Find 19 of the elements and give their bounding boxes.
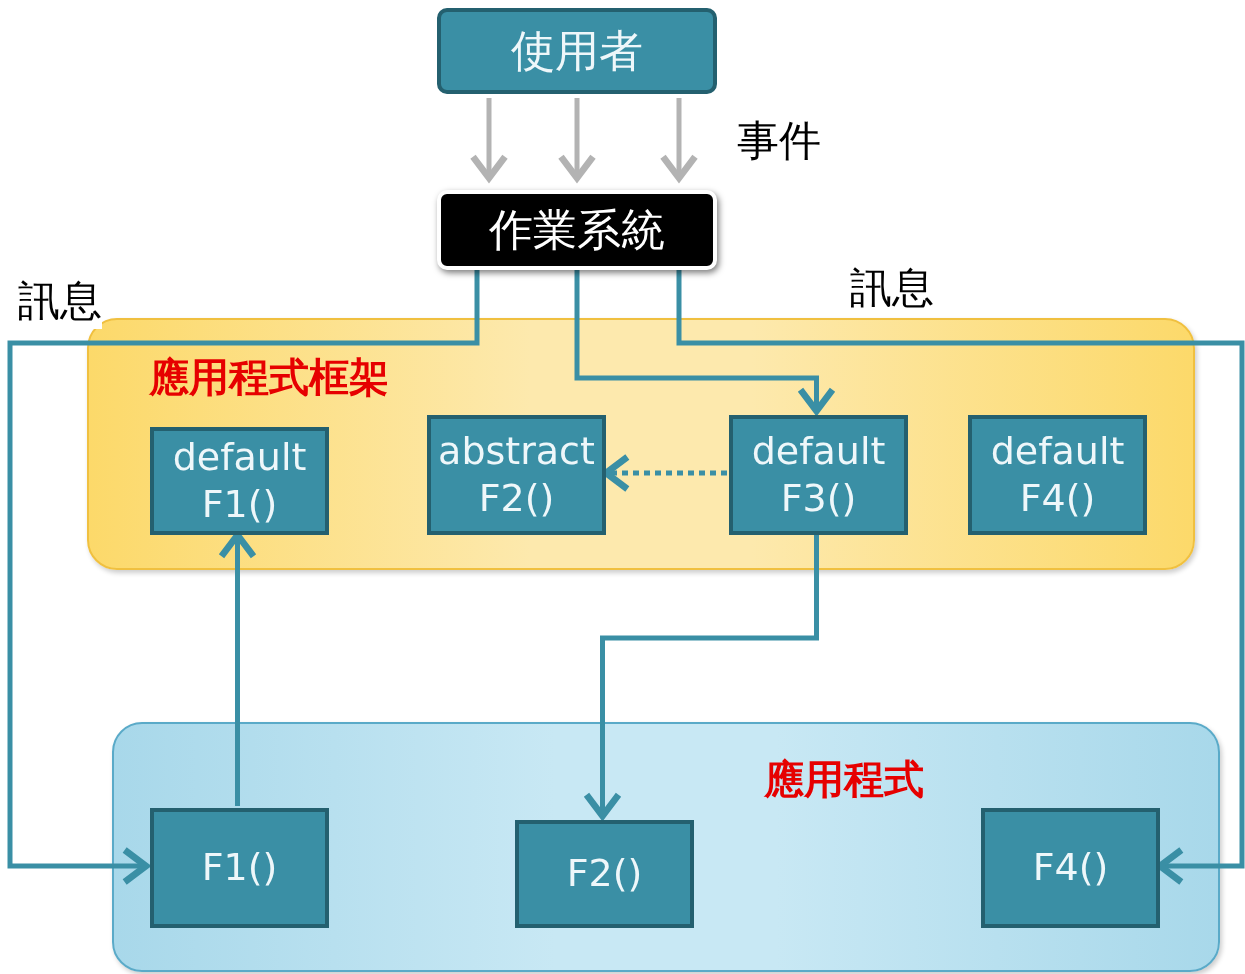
arrow (469, 98, 509, 182)
arrow (676, 270, 1245, 886)
arrow (7, 270, 480, 886)
event-label: 事件 (737, 115, 821, 167)
function-box: abstract F2() (427, 415, 606, 535)
function-box: F4() (981, 808, 1160, 928)
application-panel (112, 722, 1220, 972)
function-box: F1() (150, 808, 329, 928)
panel-heading: 應用程式 (764, 755, 924, 804)
function-box: default F3() (729, 415, 908, 535)
user-box: 使用者 (437, 8, 717, 94)
arrow (583, 533, 819, 820)
arrow (557, 98, 597, 182)
arrow (574, 270, 836, 415)
arrow (659, 98, 699, 182)
function-box: F2() (515, 820, 694, 928)
function-box: default F1() (150, 427, 329, 535)
function-box: default F4() (968, 415, 1147, 535)
panel-heading: 應用程式框架 (149, 353, 389, 402)
